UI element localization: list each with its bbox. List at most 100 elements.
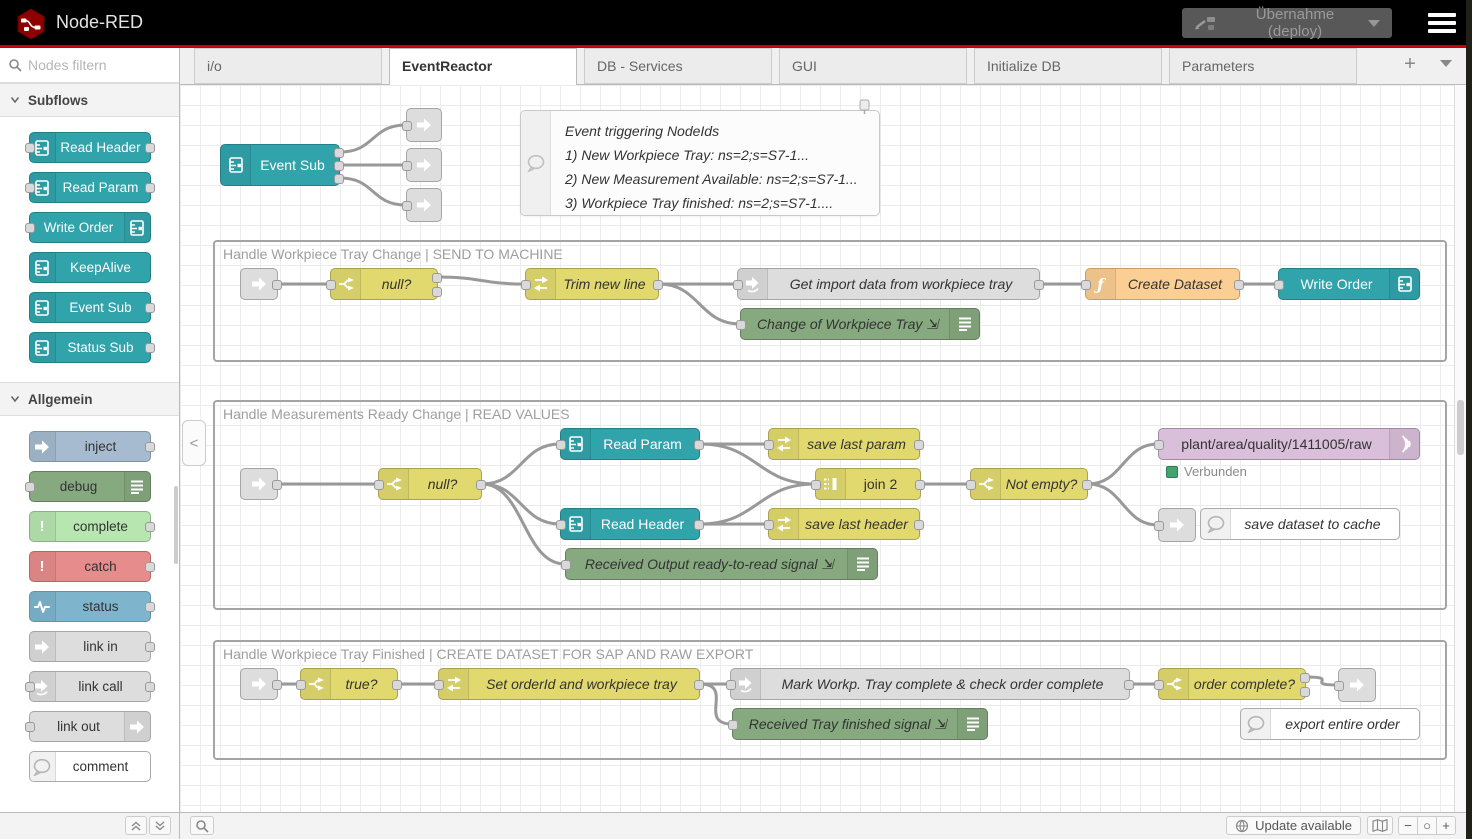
output-port[interactable]: [144, 682, 155, 692]
node-save-last-header[interactable]: save last header: [764, 508, 924, 540]
output-port[interactable]: [144, 562, 155, 572]
node-join-2[interactable]: join 2: [811, 468, 925, 500]
output-port[interactable]: [144, 642, 155, 652]
output-port[interactable]: [653, 280, 663, 290]
input-port[interactable]: [24, 722, 35, 732]
zoom-out-button[interactable]: −: [1398, 816, 1418, 835]
palette-node-link-out[interactable]: link out: [24, 711, 151, 742]
input-port[interactable]: [1081, 280, 1091, 290]
output-port[interactable]: [914, 440, 924, 450]
output-port[interactable]: [432, 273, 442, 283]
node-get-import-data-from-workpiece-tray[interactable]: Get import data from workpiece tray: [733, 268, 1044, 300]
input-port[interactable]: [402, 121, 412, 131]
palette-node-inject[interactable]: inject: [28, 431, 155, 462]
input-port[interactable]: [811, 480, 821, 490]
node-linkoutc[interactable]: [402, 188, 442, 222]
output-port[interactable]: [144, 522, 155, 532]
node-save-last-param[interactable]: save last param: [764, 428, 924, 460]
flow-group-handle-workpiece-tray-finished[interactable]: Handle Workpiece Tray Finished | CREATE …: [213, 640, 1447, 760]
input-port[interactable]: [736, 320, 746, 330]
output-port[interactable]: [392, 680, 402, 690]
wire[interactable]: [436, 275, 527, 286]
output-port[interactable]: [272, 480, 282, 490]
palette-node-catch[interactable]: !catch: [28, 551, 155, 582]
canvas-search-button[interactable]: [190, 816, 214, 835]
add-flow-button[interactable]: +: [1404, 53, 1416, 75]
input-port[interactable]: [434, 680, 444, 690]
node-set-orderid-and-workpiece-tray[interactable]: Set orderId and workpiece tray: [434, 668, 704, 700]
wire[interactable]: [480, 482, 567, 566]
palette-collapse-all-button[interactable]: [125, 816, 147, 835]
palette-node-link-in[interactable]: link in: [28, 631, 155, 662]
input-port[interactable]: [296, 680, 306, 690]
tab-initialize-db[interactable]: Initialize DB: [974, 48, 1162, 84]
wire[interactable]: [1086, 442, 1160, 486]
navigator-button[interactable]: [1367, 816, 1393, 835]
palette-node-read-header[interactable]: Read Header: [24, 132, 155, 163]
tab-parameters[interactable]: Parameters: [1169, 48, 1357, 84]
node-trim-new-line[interactable]: Trim new line: [521, 268, 663, 300]
output-port[interactable]: [272, 280, 282, 290]
node-not-empty[interactable]: Not empty?: [966, 468, 1092, 500]
output-port[interactable]: [334, 161, 344, 171]
input-port[interactable]: [1274, 280, 1284, 290]
node-event-sub[interactable]: Event Sub: [220, 144, 344, 186]
canvas-scrollbar[interactable]: [1454, 85, 1466, 812]
node-linkout2[interactable]: [1154, 508, 1196, 542]
zoom-reset-button[interactable]: ○: [1417, 816, 1437, 835]
input-port[interactable]: [1154, 680, 1164, 690]
wire[interactable]: [657, 282, 742, 326]
hamburger-menu-icon[interactable]: [1428, 13, 1456, 37]
output-port[interactable]: [144, 183, 155, 193]
output-port[interactable]: [334, 148, 344, 158]
palette-category-allgemein[interactable]: Allgemein: [0, 382, 179, 416]
palette-search-input[interactable]: [28, 57, 158, 73]
palette-node-status[interactable]: status: [28, 591, 155, 622]
output-port[interactable]: [1124, 680, 1134, 690]
output-port[interactable]: [694, 440, 704, 450]
input-port[interactable]: [556, 440, 566, 450]
node-plant-area-quality-1411005-raw[interactable]: plant/area/quality/1411005/raw: [1154, 428, 1420, 460]
node-null[interactable]: null?: [326, 268, 442, 300]
node-export-entire-order[interactable]: export entire order: [1240, 708, 1420, 740]
input-port[interactable]: [326, 280, 336, 290]
input-port[interactable]: [1334, 681, 1344, 691]
output-port[interactable]: [476, 480, 486, 490]
node-mark-workp-tray-complete-check-order-complete[interactable]: Mark Workp. Tray complete & check order …: [726, 668, 1134, 700]
wire[interactable]: [1304, 675, 1340, 687]
input-port[interactable]: [966, 480, 976, 490]
flow-list-caret-icon[interactable]: [1440, 60, 1452, 67]
input-port[interactable]: [24, 682, 35, 692]
output-port[interactable]: [1234, 280, 1244, 290]
input-port[interactable]: [556, 520, 566, 530]
zoom-in-button[interactable]: +: [1436, 816, 1456, 835]
tab-i-o[interactable]: i/o: [194, 48, 382, 84]
output-port[interactable]: [144, 143, 155, 153]
palette-node-write-order[interactable]: Write Order: [24, 212, 151, 243]
output-port[interactable]: [1300, 687, 1310, 697]
input-port[interactable]: [733, 280, 743, 290]
output-port[interactable]: [694, 520, 704, 530]
output-port[interactable]: [144, 602, 155, 612]
tab-db-services[interactable]: DB - Services: [584, 48, 772, 84]
output-port[interactable]: [334, 174, 344, 184]
output-port[interactable]: [272, 680, 282, 690]
input-port[interactable]: [764, 520, 774, 530]
output-port[interactable]: [432, 287, 442, 297]
output-port[interactable]: [144, 442, 155, 452]
output-port[interactable]: [694, 680, 704, 690]
palette-node-debug[interactable]: debug: [24, 471, 151, 502]
output-port[interactable]: [1034, 280, 1044, 290]
node-read-header[interactable]: Read Header: [556, 508, 704, 540]
input-port[interactable]: [764, 440, 774, 450]
node-linkout3[interactable]: [1334, 668, 1376, 702]
output-port[interactable]: [1082, 480, 1092, 490]
tab-gui[interactable]: GUI: [779, 48, 967, 84]
palette-expand-all-button[interactable]: [149, 816, 171, 835]
update-available-button[interactable]: Update available: [1226, 816, 1361, 835]
node-linkin2[interactable]: [240, 468, 282, 500]
node-received-output-ready-to-read-signal[interactable]: Received Output ready-to-read signal ⇲: [561, 548, 878, 580]
wire[interactable]: [1086, 482, 1160, 527]
palette-search[interactable]: [0, 48, 179, 83]
